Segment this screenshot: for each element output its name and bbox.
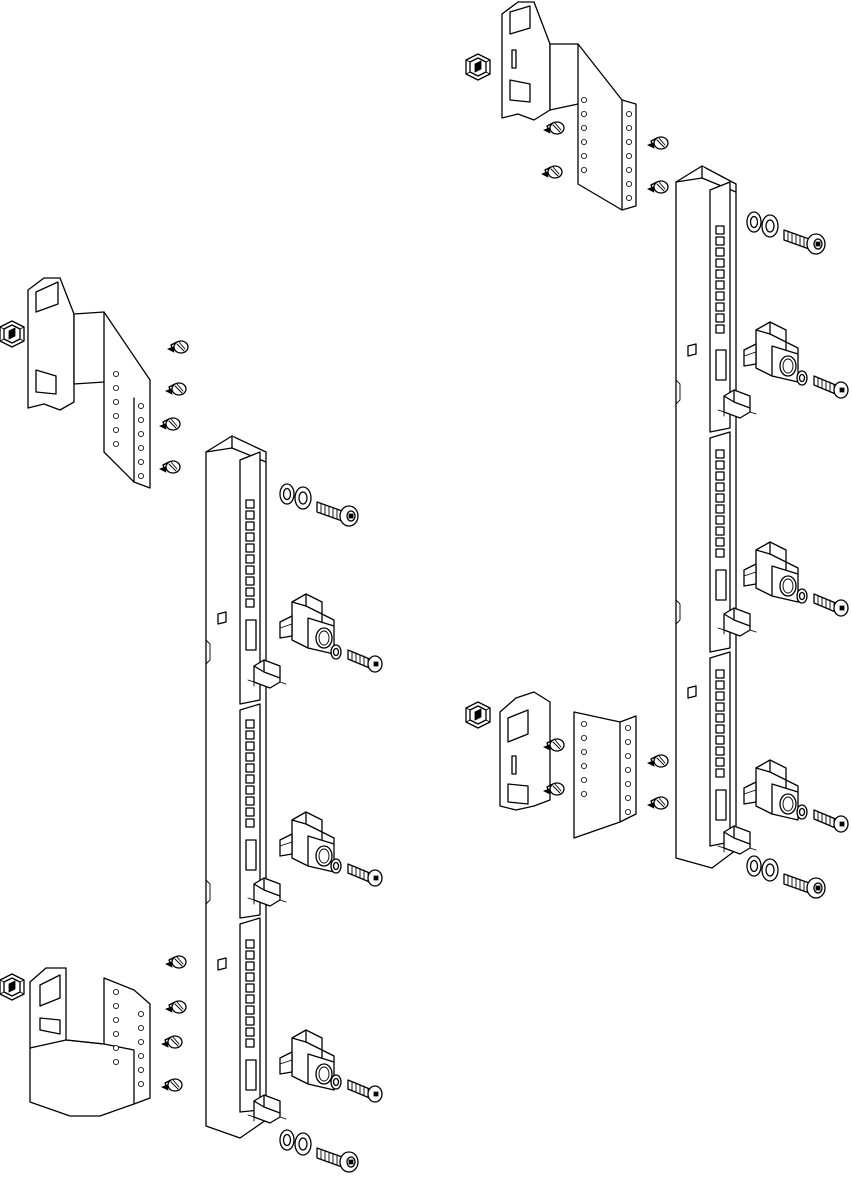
short-screw-icon [796,370,849,399]
short-screw-icon [796,804,849,833]
left-vertical-rail [205,435,287,1139]
cable-clamp-icon [743,541,799,603]
self-tapping-screw-icon [647,180,669,194]
self-tapping-screw-icon [647,754,669,768]
cage-nut-icon [0,973,25,1001]
right-middle-bracket-holes [581,721,632,816]
screw-with-washers-icon [746,855,826,899]
cable-clamp-icon [743,759,799,821]
right-top-bracket [501,1,637,211]
left-bottom-bracket [29,967,151,1117]
right-top-bracket-holes [581,97,633,201]
left-assembly [0,277,383,1173]
self-tapping-screw-icon [159,417,181,431]
screw-with-washers-icon [279,483,359,527]
left-top-bracket-holes [113,370,144,479]
right-assembly [465,1,849,899]
left-bottom-bracket-holes [113,989,144,1088]
self-tapping-screw-icon [165,382,187,396]
self-tapping-screw-icon [159,460,181,474]
screw-with-washers-icon [279,1129,359,1173]
self-tapping-screw-icon [543,121,565,135]
self-tapping-screw-icon [541,165,563,179]
cage-nut-icon [0,320,25,348]
short-screw-icon [330,1074,383,1103]
right-middle-bracket [499,691,637,839]
left-top-bracket [27,277,151,489]
cable-clamp-icon [279,593,335,655]
self-tapping-screw-icon [647,136,669,150]
short-screw-icon [330,858,383,887]
screw-with-washers-icon [746,211,826,255]
short-screw-icon [796,588,849,617]
cage-nut-icon [465,53,491,81]
short-screw-icon [330,644,383,673]
cable-clamp-icon [743,321,799,383]
self-tapping-screw-icon [161,1035,183,1049]
self-tapping-screw-icon [647,796,669,810]
self-tapping-screw-icon [165,1000,187,1014]
cable-clamp-icon [279,811,335,873]
self-tapping-screw-icon [167,340,189,354]
cable-clamp-icon [279,1029,335,1091]
self-tapping-screw-icon [165,955,187,969]
self-tapping-screw-icon [161,1078,183,1092]
right-vertical-rail [675,165,757,869]
cage-nut-icon [465,701,491,729]
